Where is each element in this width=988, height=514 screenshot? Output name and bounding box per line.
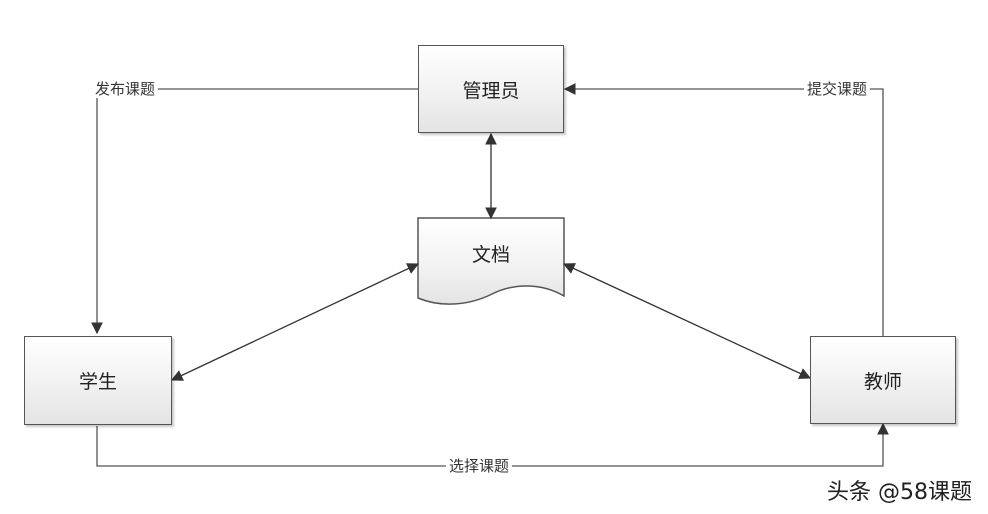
- student-label: 学生: [78, 371, 117, 393]
- admin-label: 管理员: [462, 79, 520, 102]
- submit-topic-label: 提交课题: [804, 80, 871, 98]
- watermark-text: 头条 @58课题: [827, 480, 972, 505]
- edge-teacher-document: [562, 263, 812, 379]
- teacher-node: 教师: [810, 336, 956, 424]
- publish-topic-label: 发布课题: [92, 80, 159, 98]
- select-topic-label: 选择课题: [446, 457, 513, 475]
- admin-node: 管理员: [418, 45, 564, 133]
- teacher-label: 教师: [863, 370, 902, 393]
- edge-student-document: [170, 263, 420, 381]
- document-label: 文档: [471, 244, 510, 266]
- student-node: 学生: [24, 336, 172, 425]
- document-shape: [417, 217, 565, 305]
- edge-submit-topic: [563, 83, 884, 336]
- edge-publish-topic: [91, 88, 418, 335]
